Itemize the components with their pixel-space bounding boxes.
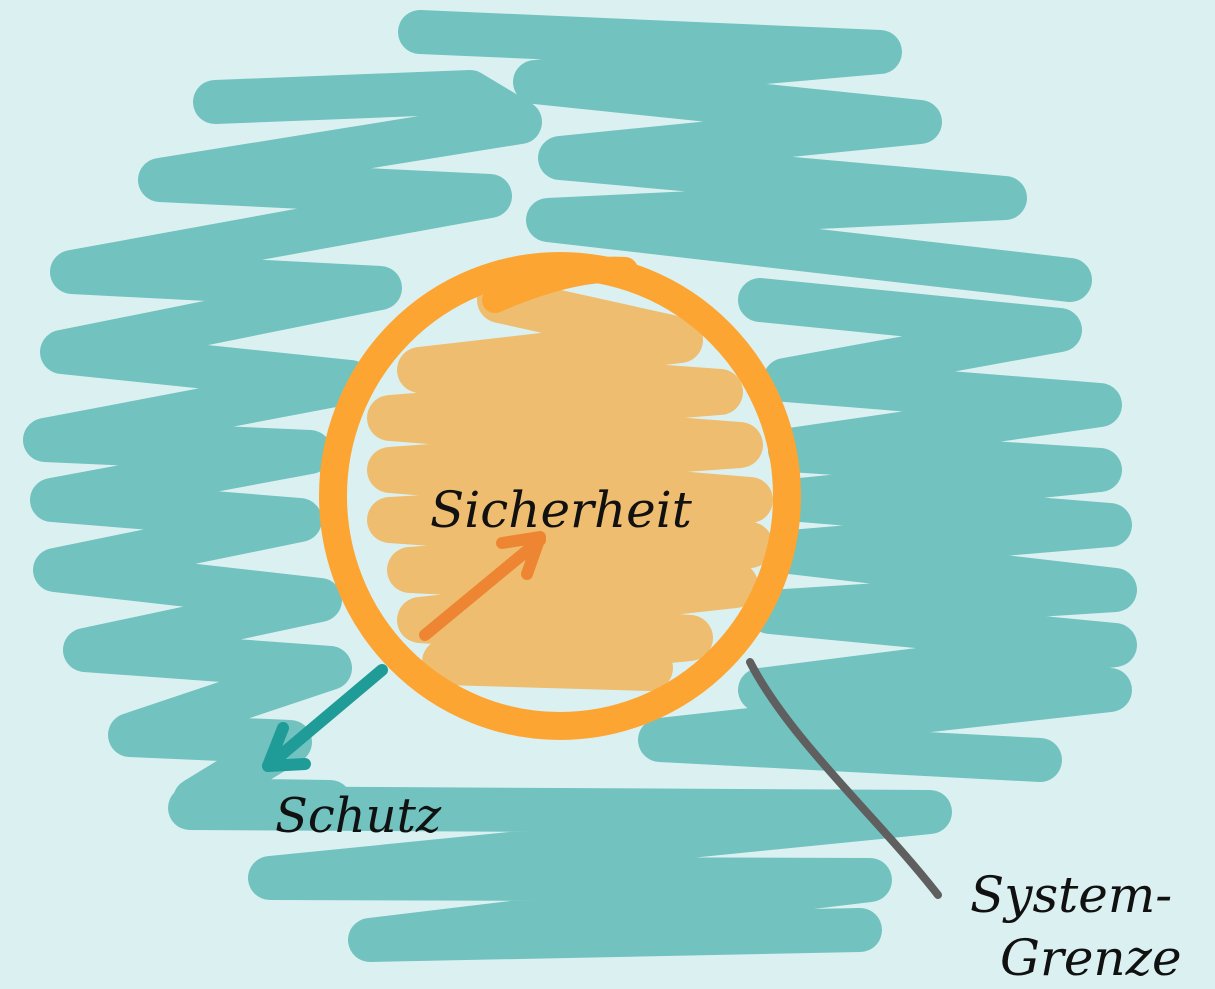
boundary-circle-overlap — [482, 256, 638, 313]
system-boundary — [319, 252, 801, 740]
security-label: Sicherheit — [430, 481, 693, 539]
security-arrow — [419, 531, 546, 641]
protection-arrow — [262, 664, 388, 772]
protection-label: Schutz — [275, 788, 442, 844]
boundary-label-line2: Grenze — [1000, 929, 1182, 987]
protection-scribble — [23, 10, 1137, 962]
boundary-pointer-line — [746, 658, 942, 899]
boundary-label-line1: System- — [970, 866, 1172, 924]
security-scribble — [367, 277, 773, 691]
